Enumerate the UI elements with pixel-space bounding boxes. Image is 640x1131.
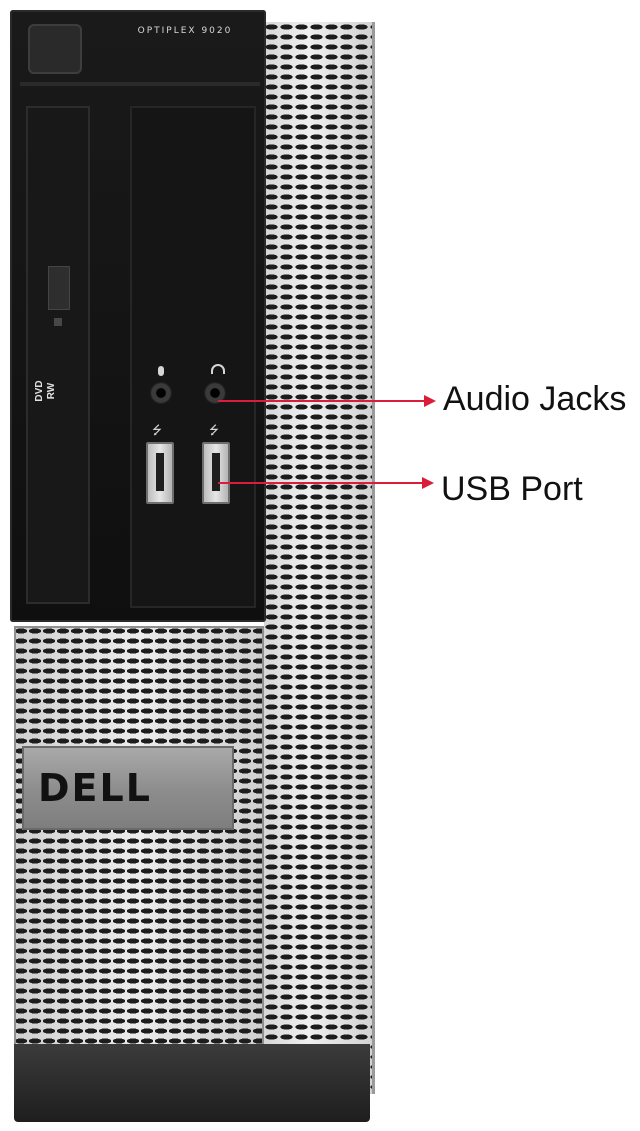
- headphone-jack: [204, 382, 226, 404]
- usb-port-arrow: [218, 477, 434, 489]
- usb-port: [146, 442, 174, 504]
- brand-badge: DELL: [22, 746, 234, 830]
- front-bezel: OPTIPLEX 9020 DVD RW ⭍ ⭍: [10, 10, 266, 622]
- dvd-logo: DVD RW: [34, 380, 57, 402]
- dell-logo: DELL: [38, 766, 152, 810]
- tower-base: [14, 1044, 370, 1122]
- front-io-panel: ⭍ ⭍: [130, 106, 256, 608]
- power-button: [28, 24, 82, 74]
- model-label: OPTIPLEX 9020: [137, 26, 233, 36]
- usb-port: [202, 442, 230, 504]
- optical-drive-bay: DVD RW: [26, 106, 90, 604]
- perforated-side-panel: [264, 22, 375, 1094]
- desktop-tower: OPTIPLEX 9020 DVD RW ⭍ ⭍ DELL: [10, 8, 375, 1123]
- audio-jacks-arrow: [218, 395, 436, 407]
- bezel-divider: [20, 82, 260, 86]
- headphone-icon: [211, 364, 225, 374]
- drive-activity-light: [54, 318, 62, 326]
- usb-port-label: USB Port: [441, 470, 583, 508]
- drive-eject-button: [48, 266, 70, 310]
- microphone-jack: [150, 382, 172, 404]
- usb-icon: ⭍: [152, 423, 162, 437]
- audio-jacks-label: Audio Jacks: [443, 380, 627, 418]
- usb-icon: ⭍: [209, 423, 219, 437]
- perforated-front-grille: DELL: [14, 626, 264, 1046]
- microphone-icon: [158, 366, 164, 376]
